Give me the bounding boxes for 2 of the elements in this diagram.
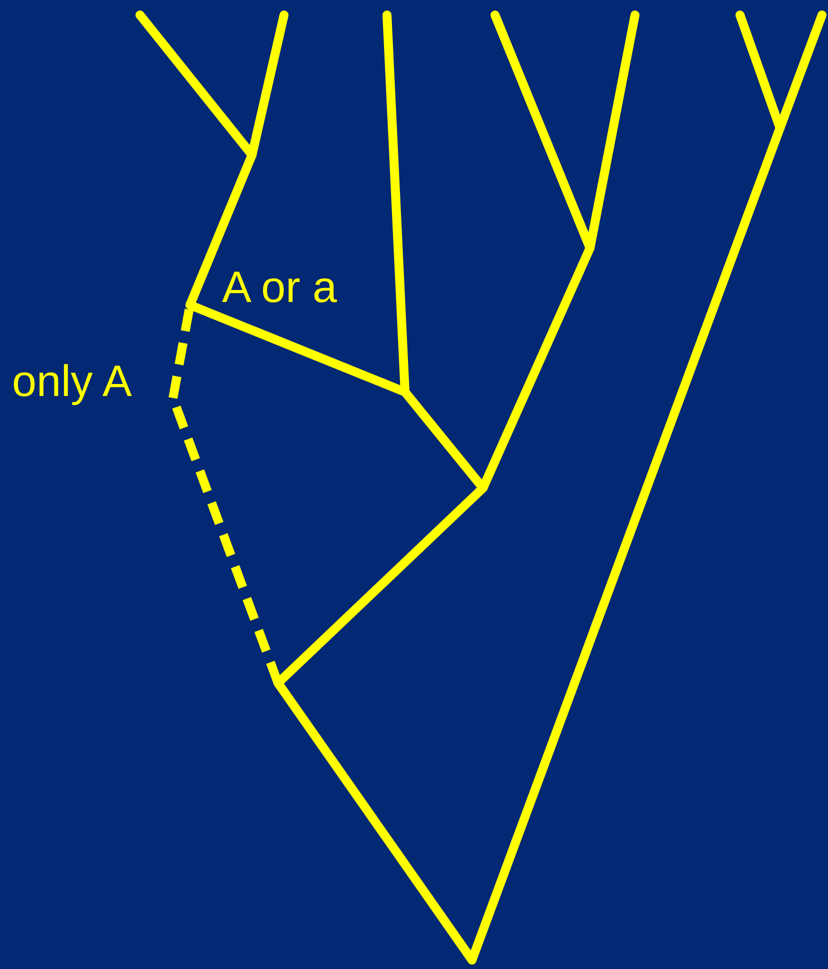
branch-label: A or a (222, 263, 337, 313)
branch-label: only A (12, 357, 132, 407)
